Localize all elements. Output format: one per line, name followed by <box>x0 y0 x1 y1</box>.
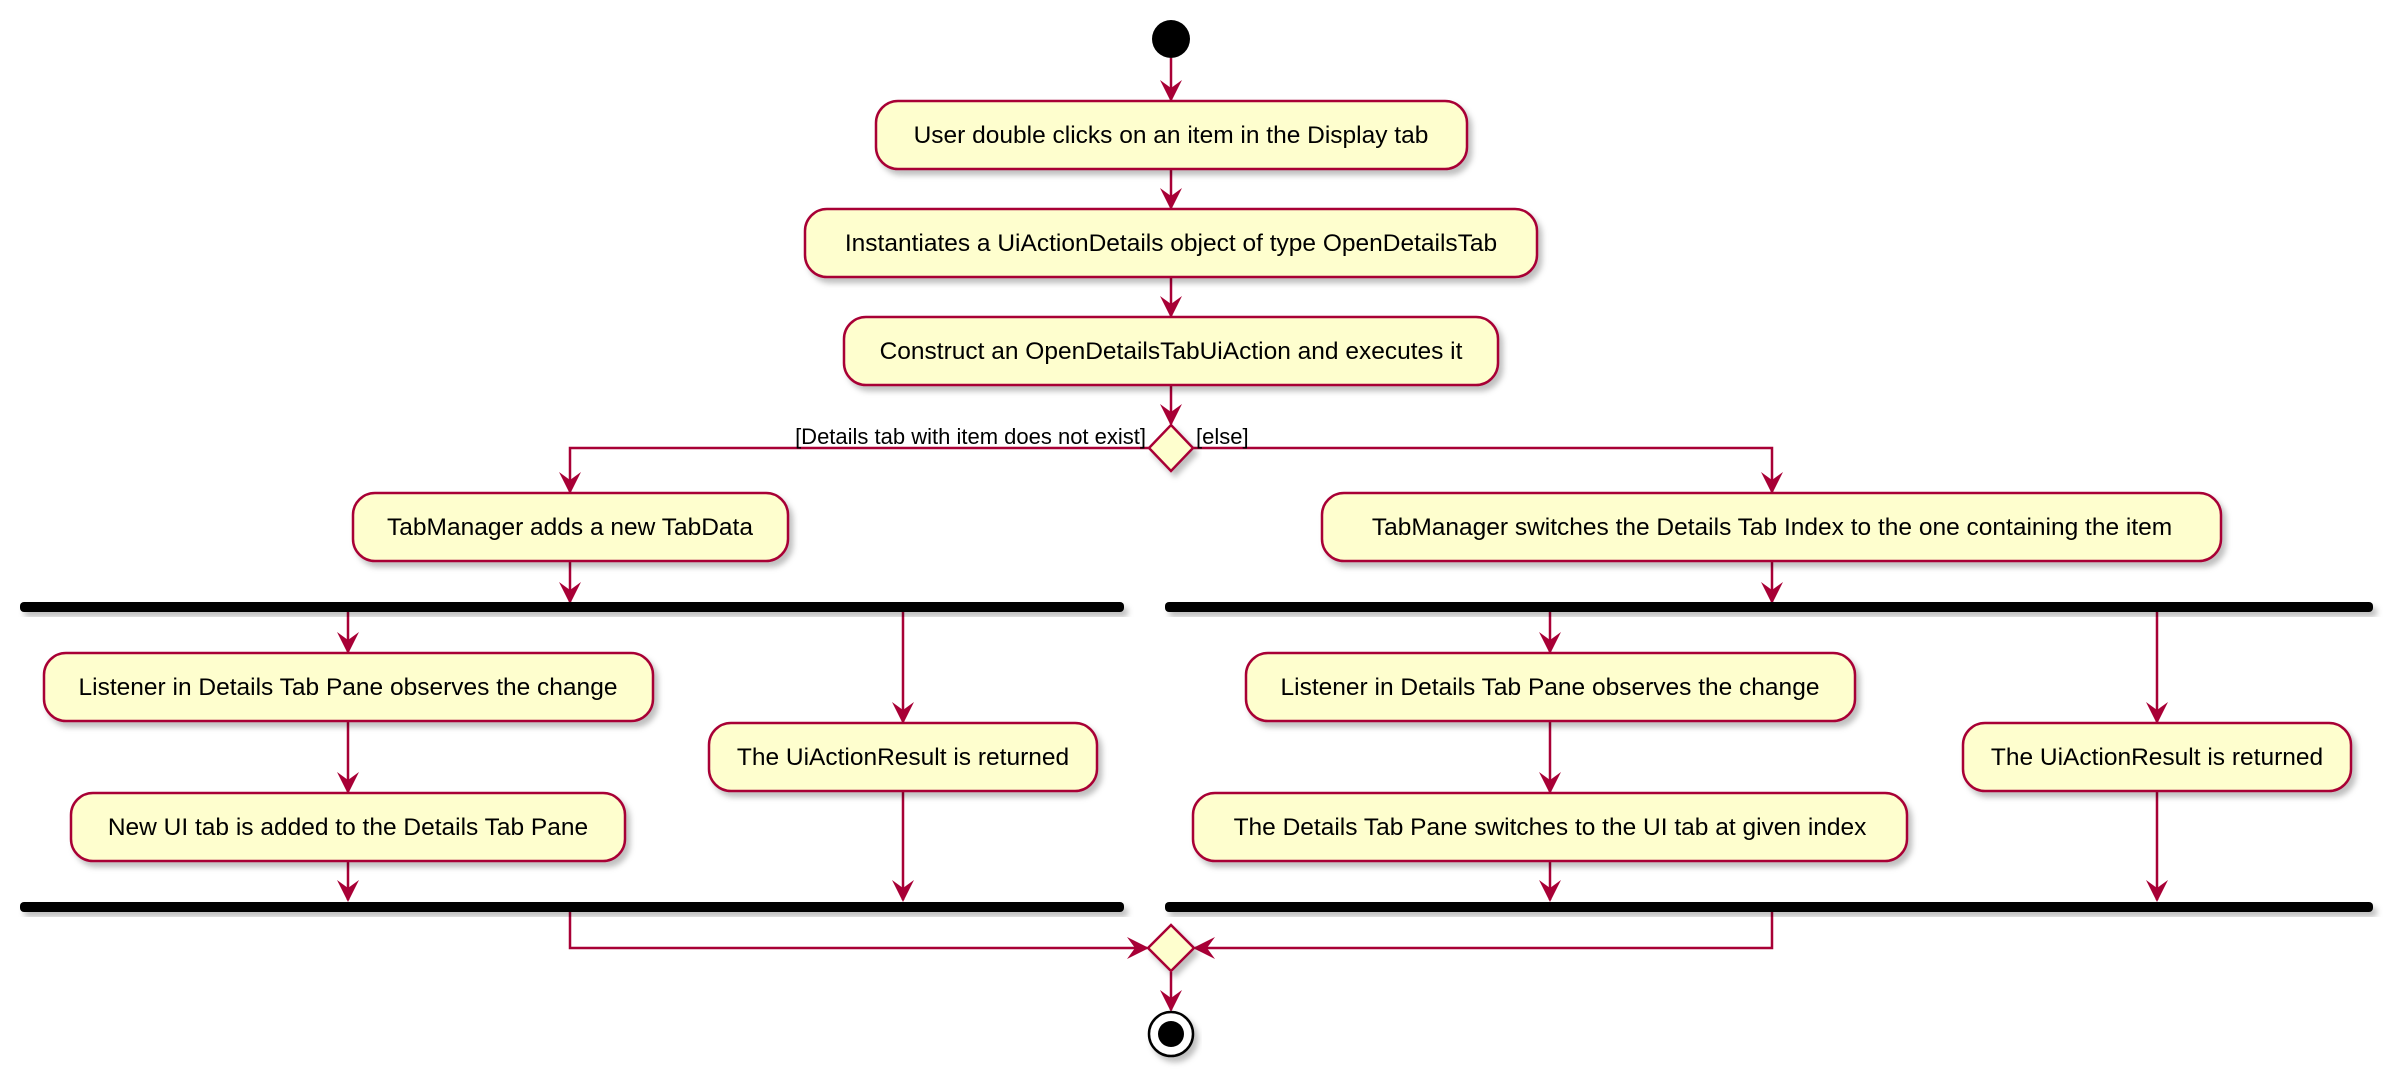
end-node <box>1147 1010 1195 1058</box>
activity-label: Listener in Details Tab Pane observes th… <box>79 674 618 701</box>
guard-else: [else] <box>1196 424 1249 449</box>
edge-right-join-to-merge <box>1193 912 1774 959</box>
left-join-bar <box>20 902 1124 912</box>
activity-user-double-clicks: User double clicks on an item in the Dis… <box>874 99 1469 171</box>
activity-switches-index: TabManager switches the Details Tab Inde… <box>1320 491 2223 563</box>
activity-construct: Construct an OpenDetailsTabUiAction and … <box>842 315 1500 387</box>
merge-diamond <box>1146 923 1196 973</box>
right-fork-bar <box>1165 602 2373 612</box>
edge-decision-to-left-branch <box>559 446 1149 494</box>
activity-adds-new-tabdata: TabManager adds a new TabData <box>351 491 790 563</box>
activity-instantiates: Instantiates a UiActionDetails object of… <box>803 207 1539 279</box>
activity-right-listener: Listener in Details Tab Pane observes th… <box>1244 651 1857 723</box>
activity-label: User double clicks on an item in the Dis… <box>914 122 1429 149</box>
activity-label: The UiActionResult is returned <box>1991 744 2323 771</box>
start-node <box>1152 20 1190 58</box>
activity-left-new-ui-tab: New UI tab is added to the Details Tab P… <box>69 791 627 863</box>
activity-label: Instantiates a UiActionDetails object of… <box>845 230 1497 257</box>
activity-label: TabManager switches the Details Tab Inde… <box>1372 514 2172 541</box>
guard-not-exist: [Details tab with item does not exist] <box>795 424 1146 449</box>
decision-diamond <box>1147 423 1195 473</box>
activity-label: New UI tab is added to the Details Tab P… <box>108 814 588 841</box>
activity-left-listener: Listener in Details Tab Pane observes th… <box>42 651 655 723</box>
edge-left-join-to-merge <box>568 912 1149 959</box>
left-fork-bar <box>20 602 1124 612</box>
activity-label: The Details Tab Pane switches to the UI … <box>1234 814 1867 841</box>
right-join-bar <box>1165 902 2373 912</box>
activity-label: The UiActionResult is returned <box>737 744 1069 771</box>
activity-label: Construct an OpenDetailsTabUiAction and … <box>880 338 1463 365</box>
activity-label: Listener in Details Tab Pane observes th… <box>1281 674 1820 701</box>
activity-left-result: The UiActionResult is returned <box>707 721 1099 793</box>
activity-label: TabManager adds a new TabData <box>387 514 753 541</box>
activity-right-switches-ui-tab: The Details Tab Pane switches to the UI … <box>1191 791 1909 863</box>
edge-decision-to-right-branch <box>1193 446 1783 494</box>
activity-right-result: The UiActionResult is returned <box>1961 721 2353 793</box>
edges <box>337 58 2168 1012</box>
